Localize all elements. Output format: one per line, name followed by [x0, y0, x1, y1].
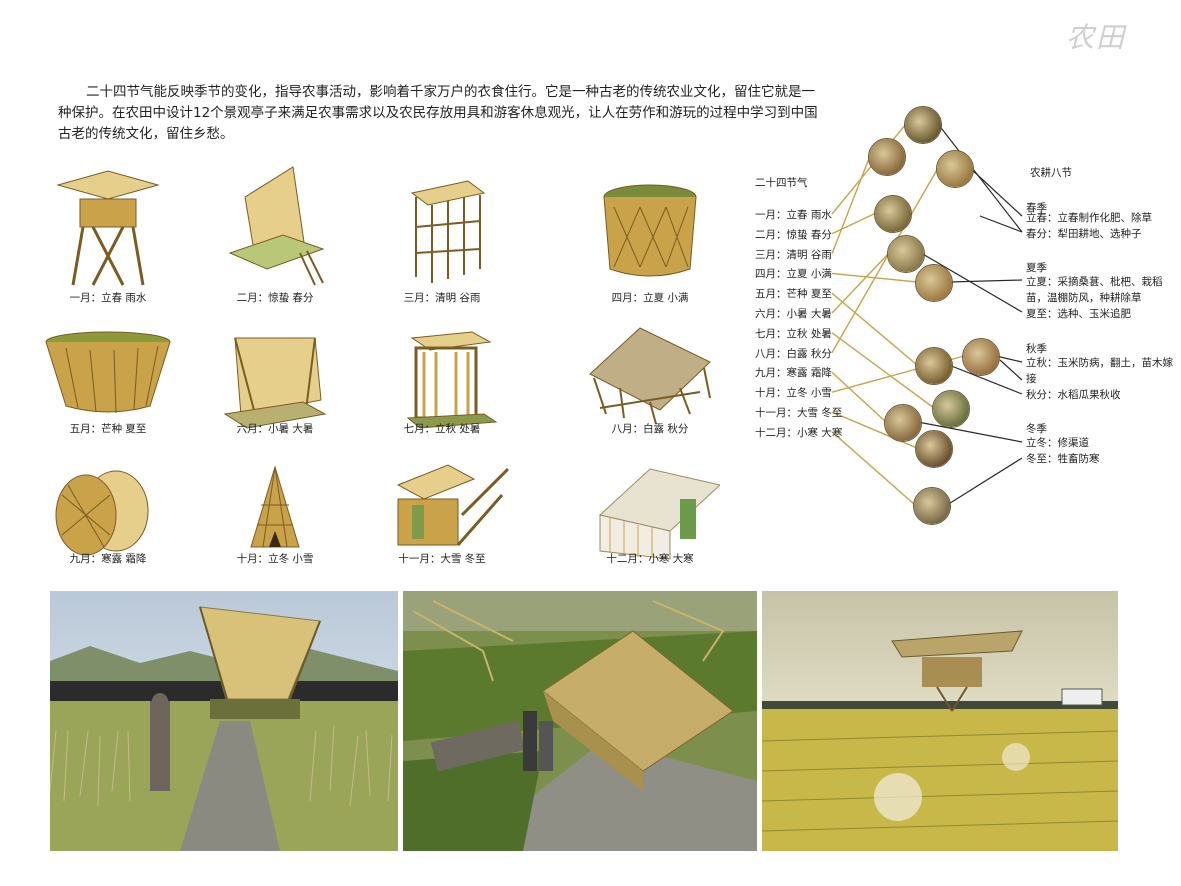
connection-line [831, 292, 918, 366]
pavilion-caption: 三月：清明 谷雨 [403, 292, 481, 304]
pavilion-caption: 二月：惊蛰 春分 [236, 292, 314, 304]
pavilion-model-8 [589, 327, 711, 425]
scene-thumbnail [915, 347, 953, 385]
month-item: 十一月：大雪 冬至 [755, 407, 843, 419]
scene-thumbnail [904, 106, 942, 144]
connection-line [948, 279, 1023, 283]
pavilion-model-10 [250, 465, 300, 548]
connection-line [999, 359, 1023, 381]
pavilion-11: 十一月：大雪 冬至 [372, 455, 512, 595]
pavilion-caption: 十二月：小寒 大寒 [606, 553, 694, 565]
pavilion-caption: 七月：立秋 处暑 [403, 423, 481, 435]
month-item: 十月：立冬 小雪 [755, 387, 832, 400]
pavilion-caption: 五月：芒种 夏至 [69, 423, 147, 435]
scene-thumbnail [962, 338, 1000, 376]
spring-term-2: 春分：犁田耕地、选种子 [1026, 228, 1142, 240]
connection-line [946, 457, 1023, 506]
scene-thumbnail [874, 195, 912, 233]
connection-line [831, 252, 890, 314]
brand-logo: 农田 [1066, 21, 1127, 54]
month-item: 九月：寒露 霜降 [755, 367, 832, 380]
scene-thumbnail [868, 138, 906, 176]
season-winter: 冬季 [1026, 423, 1047, 435]
scene-thumbnail [915, 264, 953, 302]
month-item: 二月：惊蛰 春分 [755, 228, 832, 241]
month-item: 四月：立夏 小满 [755, 268, 832, 281]
season-autumn: 秋季 [1026, 343, 1047, 355]
pavilion-model-4 [603, 184, 697, 277]
intro-text: 二十四节气能反映季节的变化，指导农事活动，影响着千家万户的衣食住行。它是一种古老… [58, 82, 818, 145]
pavilion-1: 一月：立春 雨水 [38, 157, 178, 304]
pavilion-caption: 九月：寒露 霜降 [69, 553, 147, 565]
pavilion-model-2 [228, 166, 325, 286]
month-item: 五月：芒种 夏至 [755, 288, 832, 301]
summer-term-1: 立夏：采摘桑葚、枇杷、栽稻苗，温棚防风，种耕除草 [1026, 276, 1163, 304]
connection-line [831, 212, 877, 235]
pavilion-model-9 [55, 470, 149, 556]
intro-paragraph: 二十四节气能反映季节的变化，指导农事活动，影响着千家万户的衣食住行。它是一种古老… [58, 84, 818, 142]
summer-term-2: 夏至：选种、玉米追肥 [1026, 308, 1131, 320]
scene-thumbnail [932, 390, 970, 428]
pavilion-3: 三月：清明 谷雨 [372, 157, 512, 304]
winter-term-2: 冬至：牲畜防寒 [1026, 453, 1100, 465]
eight-festivals-title: 农耕八节 [1030, 167, 1072, 179]
month-item: 八月：白露 秋分 [755, 347, 832, 360]
winter-term-1: 立冬：修渠道 [1026, 437, 1089, 449]
pavilion-6: 六月：小暑 大暑 [205, 318, 345, 458]
pavilion-8: 八月：白露 秋分 [580, 318, 720, 458]
pavilion-4: 四月：立夏 小满 [580, 157, 720, 304]
autumn-term-2: 秋分：水稻瓜果秋收 [1026, 389, 1121, 401]
pavilion-10: 十月：立冬 小雪 [205, 455, 345, 595]
pavilion-model-7 [406, 331, 498, 429]
pavilion-model-12 [598, 468, 720, 560]
pavilion-model-3 [410, 180, 486, 283]
connection-line [979, 215, 1023, 233]
connection-line [831, 272, 918, 283]
pavilion-model-1 [56, 170, 160, 286]
connection-line [831, 431, 916, 506]
scene-thumbnail [887, 235, 925, 273]
pavilion-caption: 十一月：大雪 冬至 [398, 553, 486, 565]
scene-thumbnail [936, 150, 974, 188]
connection-line [831, 155, 871, 254]
pavilion-caption: 六月：小暑 大暑 [236, 423, 314, 435]
month-item: 一月：立春 雨水 [755, 209, 832, 221]
month-item: 三月：清明 谷雨 [755, 248, 832, 261]
pavilion-caption: 一月：立春 雨水 [69, 292, 147, 304]
rendering-garden-roof [403, 591, 757, 851]
spring-term-1: 立春：立春制作化肥、除草 [1026, 212, 1152, 224]
pavilion-model-11 [396, 464, 510, 546]
scene-thumbnail [884, 404, 922, 442]
season-spring: 春季 [1026, 202, 1047, 214]
connection-line [969, 167, 1023, 217]
pavilion-model-6 [223, 337, 327, 429]
month-item: 十二月：小寒 大寒 [755, 426, 843, 439]
month-item: 六月：小暑 大暑 [755, 308, 832, 320]
scene-thumbnail [913, 487, 951, 525]
rendering-field-aframe [50, 591, 398, 851]
scene-thumbnail [915, 430, 953, 468]
pavilion-12: 十二月：小寒 大寒 [580, 455, 720, 595]
pavilion-model-5 [45, 331, 171, 414]
autumn-term-1: 立秋：玉米防病，翻土，苗木嫁接 [1026, 357, 1173, 385]
season-summer: 夏季 [1026, 262, 1047, 274]
solar-terms-title: 二十四节气 [755, 177, 808, 189]
pavilion-caption: 八月：白露 秋分 [611, 423, 689, 435]
pavilion-2: 二月：惊蛰 春分 [205, 157, 345, 304]
month-item: 七月：立秋 处暑 [755, 327, 832, 340]
rendering-painted-tower [762, 591, 1118, 851]
pavilion-caption: 四月：立夏 小满 [611, 292, 689, 304]
pavilion-9: 九月：寒露 霜降 [38, 455, 178, 595]
pavilion-5: 五月：芒种 夏至 [38, 318, 178, 458]
pavilion-caption: 十月：立冬 小雪 [236, 553, 314, 565]
pavilion-7: 七月：立秋 处暑 [372, 318, 512, 458]
